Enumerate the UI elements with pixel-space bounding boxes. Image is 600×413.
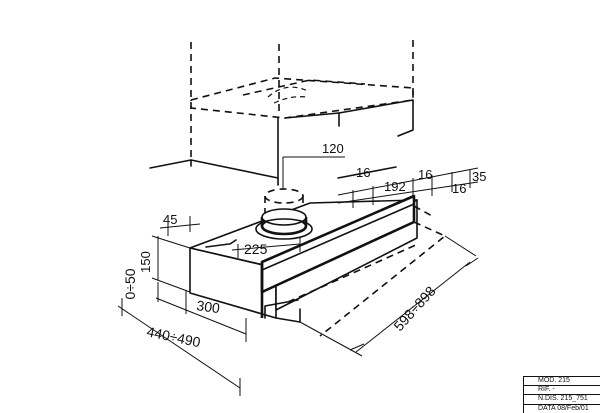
title-block-ref: RIF. - xyxy=(524,386,600,396)
dim-height-150: 150 xyxy=(138,251,153,273)
dim-gap-left: 16 xyxy=(356,165,370,180)
dim-depth-range: 440÷490 xyxy=(145,323,202,350)
dim-depth-300: 300 xyxy=(196,297,222,316)
dim-width-192: 192 xyxy=(384,179,406,194)
title-block: MOD. 215 RIF. - N.DIS. 215_751 DATA 08/F… xyxy=(523,376,600,413)
dimension-lines xyxy=(117,156,479,396)
wall-outline xyxy=(149,117,397,186)
dim-width-range: 598÷898 xyxy=(390,283,438,334)
dim-duct-diameter: 120 xyxy=(322,141,344,156)
dim-right-16: 16 xyxy=(452,181,466,196)
title-block-model: MOD. 215 xyxy=(524,377,600,387)
wall-cabinets-outline xyxy=(190,40,414,160)
dim-left-45: 45 xyxy=(163,212,177,227)
dim-right-35: 35 xyxy=(472,169,486,184)
dim-clearance: 0÷50 xyxy=(122,268,138,299)
title-block-drawing-no: N.DIS. 215_751 xyxy=(524,395,600,405)
hood-body xyxy=(189,194,447,337)
title-block-date: DATA 08/Feb/01 xyxy=(538,404,589,412)
dim-gap-right: 16 xyxy=(418,167,432,182)
dim-outlet-225: 225 xyxy=(244,241,268,257)
